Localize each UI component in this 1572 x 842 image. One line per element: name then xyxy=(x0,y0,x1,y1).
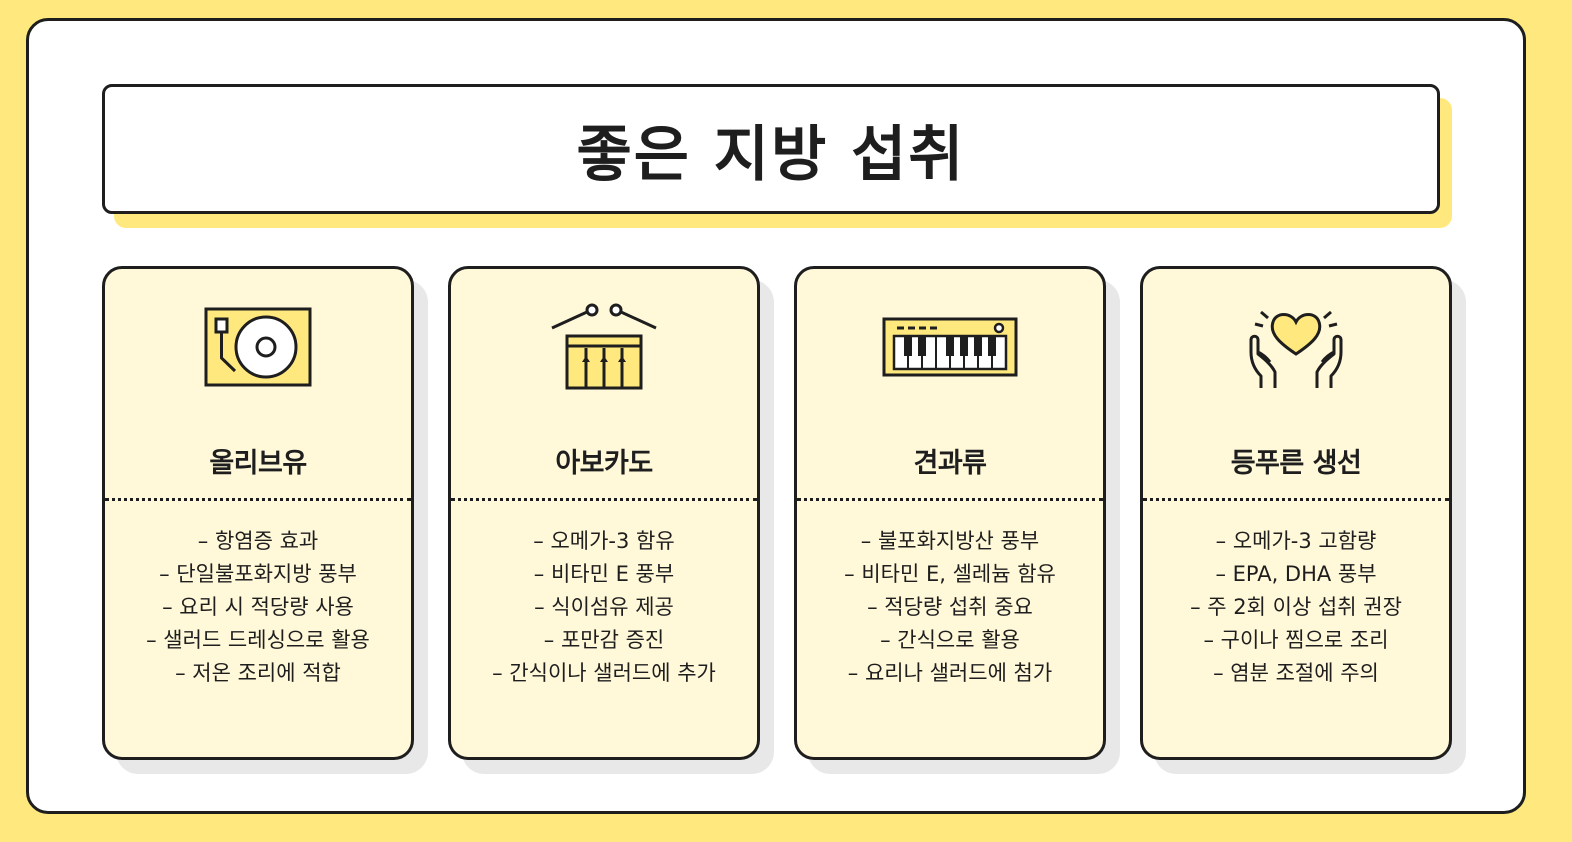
list-item: – 적당량 섭취 중요 xyxy=(867,595,1033,619)
card-divider xyxy=(451,498,757,501)
card-divider xyxy=(797,498,1103,501)
list-item: – 포만감 증진 xyxy=(543,628,665,652)
list-item: – 비타민 E, 셀레늄 함유 xyxy=(844,562,1056,586)
heart-hands-icon xyxy=(1249,310,1343,388)
card-divider xyxy=(105,498,411,501)
card-list: – 항염증 효과 – 단일불포화지방 풍부 – 요리 시 적당량 사용 – 샐러… xyxy=(105,525,411,690)
card-divider xyxy=(1143,498,1449,501)
card-avocado: 아보카도 – 오메가-3 함유 – 비타민 E 풍부 – 식이섬유 제공 – 포… xyxy=(448,266,760,760)
list-item: – 오메가-3 고함량 xyxy=(1215,529,1377,553)
list-item: – 요리 시 적당량 사용 xyxy=(162,595,354,619)
list-item: – 불포화지방산 풍부 xyxy=(860,529,1040,553)
list-item: – 구이나 찜으로 조리 xyxy=(1203,628,1389,652)
list-item: – 식이섬유 제공 xyxy=(534,595,674,619)
card-olive-oil: 올리브유 – 항염증 효과 – 단일불포화지방 풍부 – 요리 시 적당량 사용… xyxy=(102,266,414,760)
list-item: – 저온 조리에 적합 xyxy=(175,661,341,685)
card-list: – 오메가-3 함유 – 비타민 E 풍부 – 식이섬유 제공 – 포만감 증진… xyxy=(451,525,757,690)
card-blue-fish: 등푸른 생선 – 오메가-3 고함량 – EPA, DHA 풍부 – 주 2회 … xyxy=(1140,266,1452,760)
list-item: – 샐러드 드레싱으로 활용 xyxy=(146,628,370,652)
list-item: – 비타민 E 풍부 xyxy=(533,562,675,586)
list-item: – 단일불포화지방 풍부 xyxy=(159,562,357,586)
card-list: – 불포화지방산 풍부 – 비타민 E, 셀레늄 함유 – 적당량 섭취 중요 … xyxy=(797,525,1103,690)
card-title: 아보카도 xyxy=(555,448,653,479)
list-item: – 항염증 효과 xyxy=(197,529,319,553)
page-title: 좋은 지방 섭취 xyxy=(576,119,966,190)
list-item: – 간식으로 활용 xyxy=(880,628,1020,652)
list-item: – 간식이나 샐러드에 추가 xyxy=(492,661,716,685)
list-item: – 오메가-3 함유 xyxy=(533,529,675,553)
card-list: – 오메가-3 고함량 – EPA, DHA 풍부 – 주 2회 이상 섭취 권… xyxy=(1143,525,1449,690)
card-nuts: 견과류 – 불포화지방산 풍부 – 비타민 E, 셀레늄 함유 – 적당량 섭취… xyxy=(794,266,1106,760)
list-item: – EPA, DHA 풍부 xyxy=(1215,562,1377,586)
keyboard-icon xyxy=(882,317,1018,377)
card-title: 등푸른 생선 xyxy=(1230,448,1362,479)
list-item: – 염분 조절에 주의 xyxy=(1213,661,1379,685)
title-box: 좋은 지방 섭취 xyxy=(102,84,1440,214)
card-title: 견과류 xyxy=(913,448,987,479)
list-item: – 주 2회 이상 섭취 권장 xyxy=(1190,595,1402,619)
card-title: 올리브유 xyxy=(209,448,307,479)
drum-icon xyxy=(551,303,657,390)
list-item: – 요리나 샐러드에 첨가 xyxy=(847,661,1053,685)
turntable-icon xyxy=(204,307,312,387)
